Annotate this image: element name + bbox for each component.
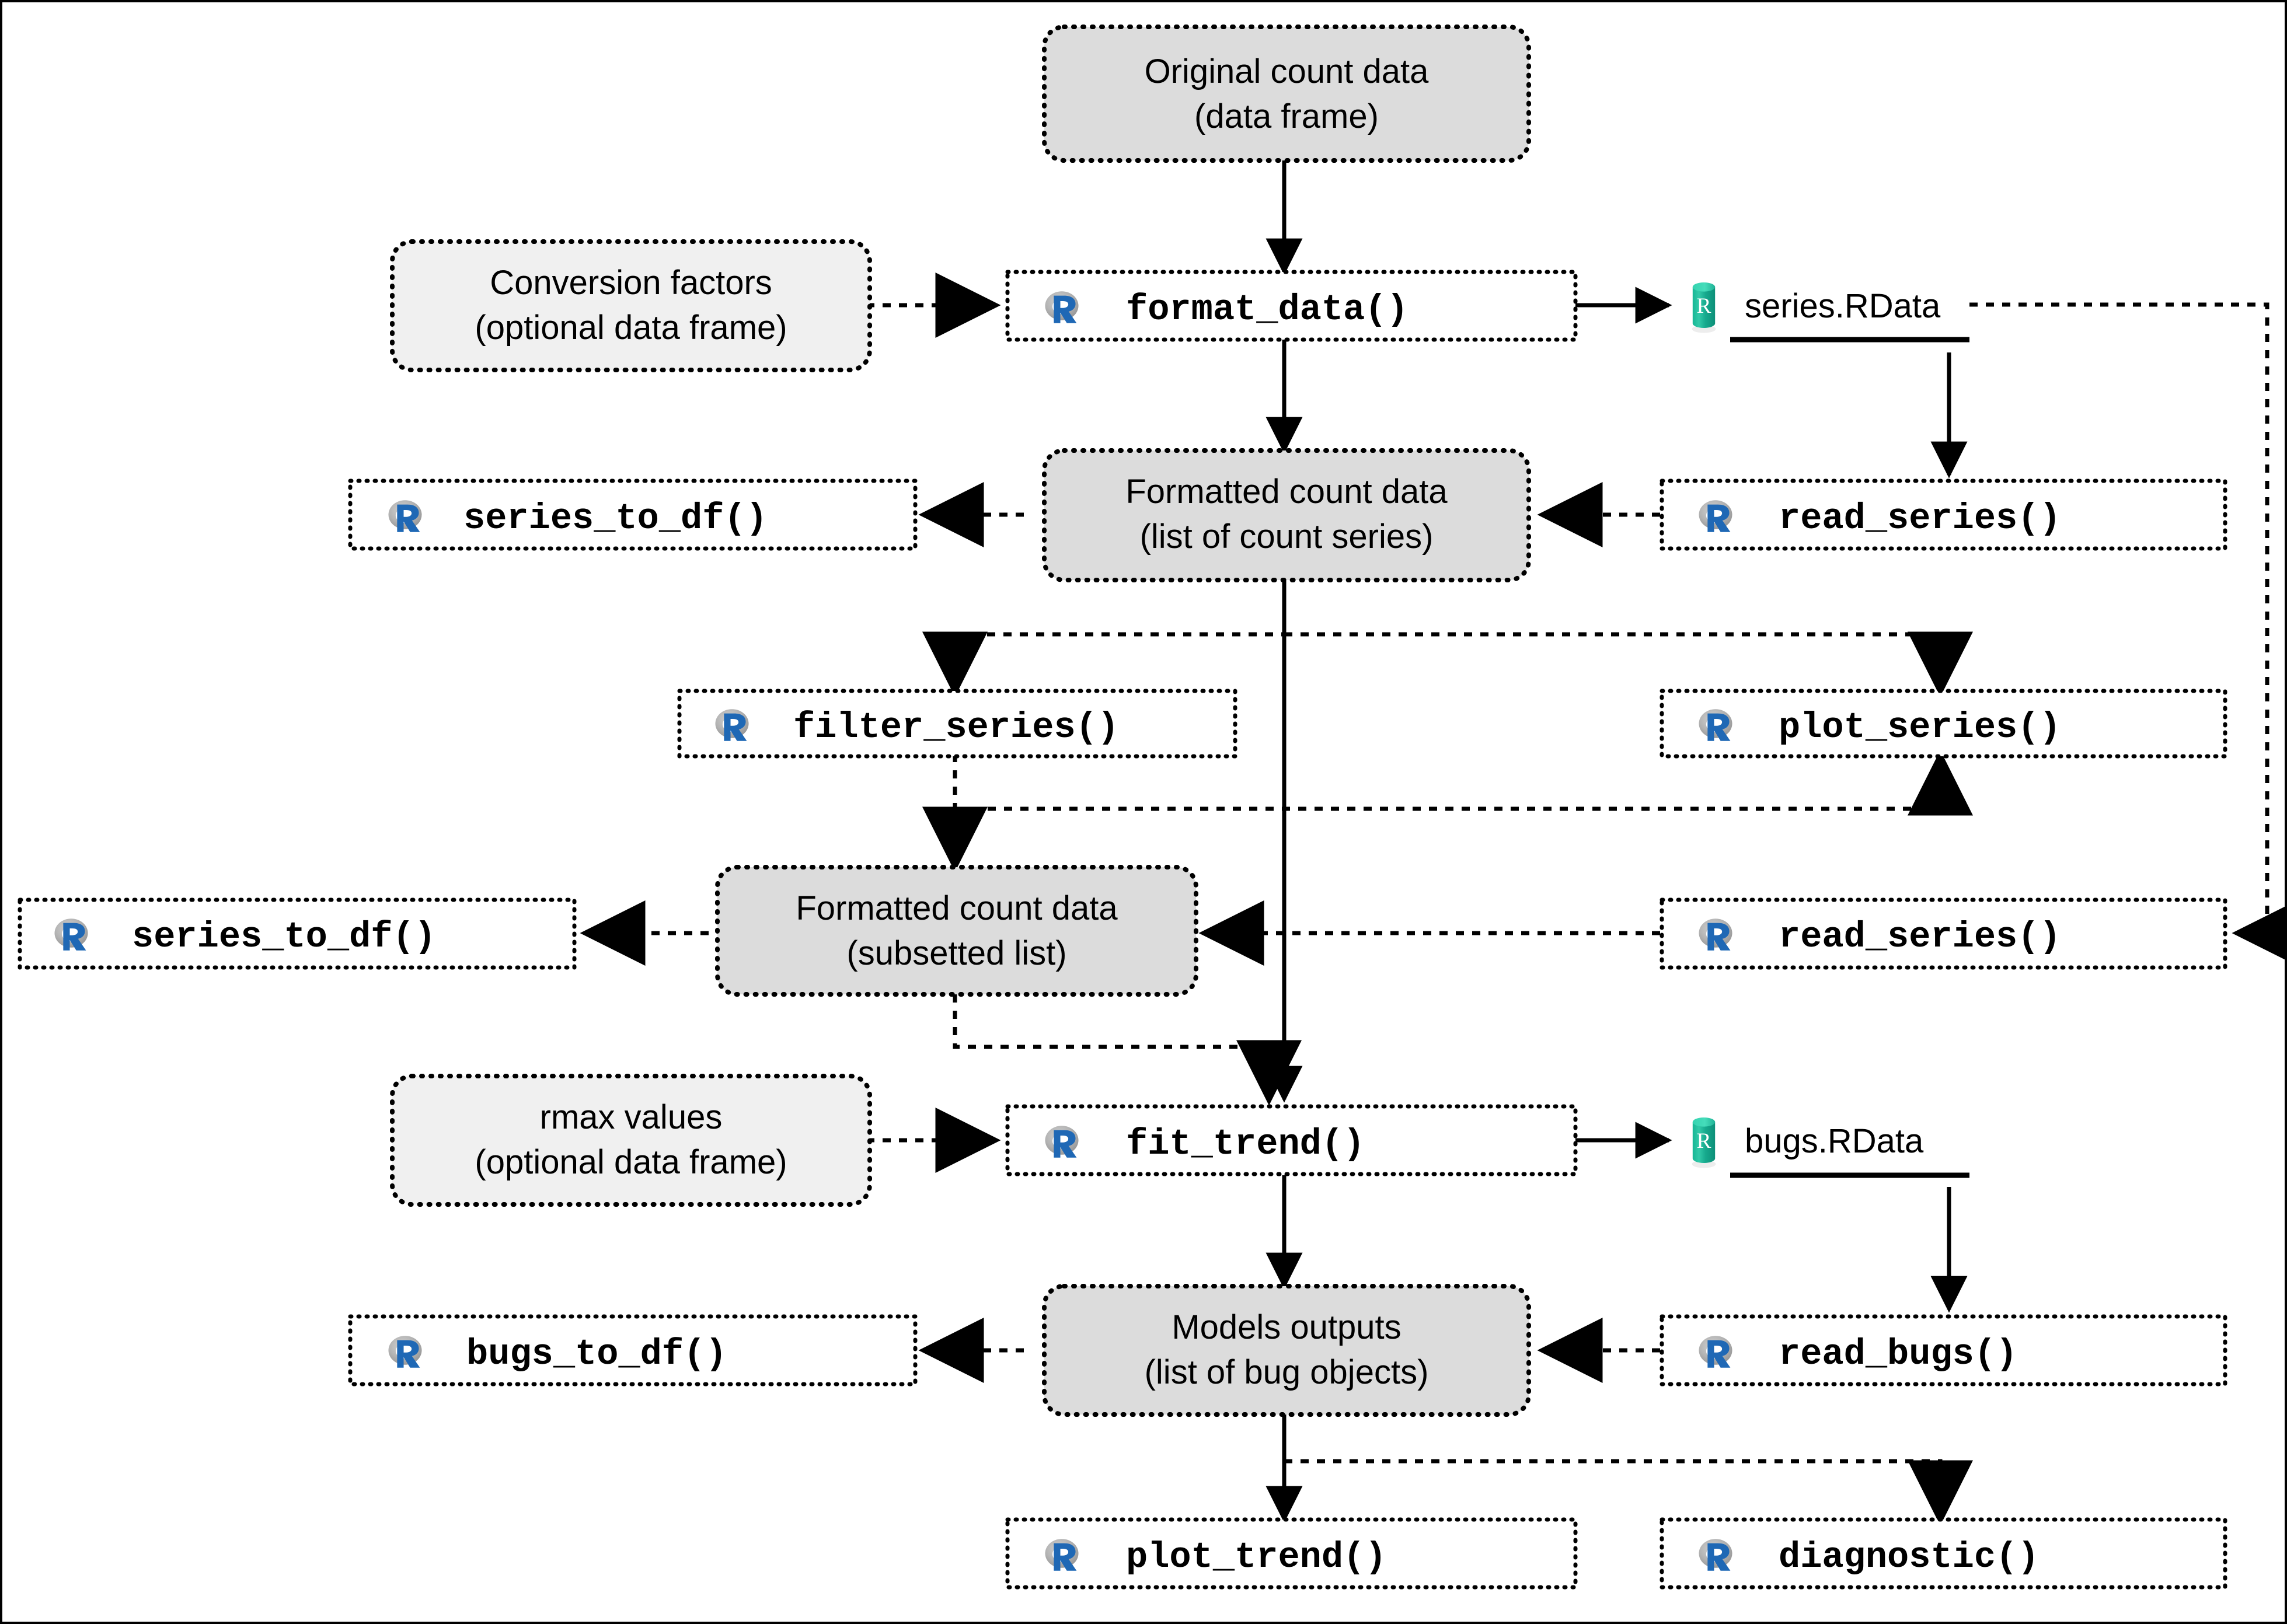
node-read-bugs[interactable]: read_bugs() [1660,1314,2227,1386]
node-label-line2: (optional data frame) [475,309,787,347]
function-label: plot_series() [1779,707,2061,748]
function-label: plot_trend() [1126,1536,1386,1578]
node-label-line1: Formatted count data [796,889,1118,927]
node-label-line2: (optional data frame) [475,1143,787,1181]
node-label-line1: Conversion factors [490,264,772,302]
function-label: fit_trend() [1126,1123,1365,1165]
node-diagnostic[interactable]: diagnostic() [1660,1517,2227,1590]
function-label: read_series() [1779,916,2061,958]
rdata-cylinder-icon [1692,282,1716,333]
function-label: format_data() [1126,289,1409,330]
node-label-line1: Original count data [1145,53,1430,90]
node-label-line2: (list of bug objects) [1145,1353,1429,1391]
node-label-line1: Formatted count data [1125,473,1448,511]
node-plot-series[interactable]: plot_series() [1660,689,2227,759]
node-original-count-data[interactable]: Original count data (data frame) [1042,25,1531,163]
node-label-line1: rmax values [540,1098,723,1136]
edge-subset-to-fittrend [953,994,1302,1106]
edge-formatted-to-filterseries [922,580,1287,697]
node-series-rdata-file[interactable]: series.RData [1692,282,1969,343]
node-series-to-df-subset[interactable]: series_to_df() [18,897,577,970]
edge-filterseries-to-plotseries [955,750,1973,816]
node-read-series-top[interactable]: read_series() [1660,479,2227,551]
node-format-data[interactable]: format_data() [1005,270,1578,342]
node-bugs-rdata-file[interactable]: bugs.RData [1692,1117,1969,1178]
function-label: series_to_df() [132,916,436,958]
file-label: series.RData [1745,287,1941,325]
node-label-line2: (subsetted list) [846,934,1066,972]
function-label: read_series() [1779,498,2061,539]
rdata-cylinder-icon [1692,1117,1716,1168]
node-models-outputs[interactable]: Models outputs (list of bug objects) [1042,1284,1531,1417]
node-conversion-factors[interactable]: Conversion factors (optional data frame) [390,239,872,372]
function-label: diagnostic() [1779,1536,2039,1578]
node-label-line1: Models outputs [1172,1308,1401,1346]
edge-models-to-diagnostic [1284,1459,1973,1526]
edge-seriesrdata-to-readseries-sub [1969,302,2285,966]
node-formatted-count-data-subset[interactable]: Formatted count data (subsetted list) [715,865,1198,997]
node-filter-series[interactable]: filter_series() [677,689,1237,759]
function-label: filter_series() [793,707,1119,748]
file-label: bugs.RData [1745,1122,1924,1160]
node-label-line2: (data frame) [1194,97,1379,135]
node-bugs-to-df[interactable]: bugs_to_df() [348,1314,918,1386]
function-label: series_to_df() [463,498,768,539]
edge-formatted-to-plotseries [1284,631,1973,697]
node-fit-trend[interactable]: fit_trend() [1005,1104,1578,1176]
node-rmax-values[interactable]: rmax values (optional data frame) [390,1074,872,1207]
node-formatted-count-data-full[interactable]: Formatted count data (list of count seri… [1042,448,1531,582]
node-read-series-subset[interactable]: read_series() [1660,897,2227,970]
node-series-to-df-top[interactable]: series_to_df() [348,479,918,551]
node-label-line2: (list of count series) [1140,518,1434,556]
node-plot-trend[interactable]: plot_trend() [1005,1517,1578,1590]
function-label: read_bugs() [1779,1333,2017,1375]
function-label: bugs_to_df() [466,1333,727,1375]
